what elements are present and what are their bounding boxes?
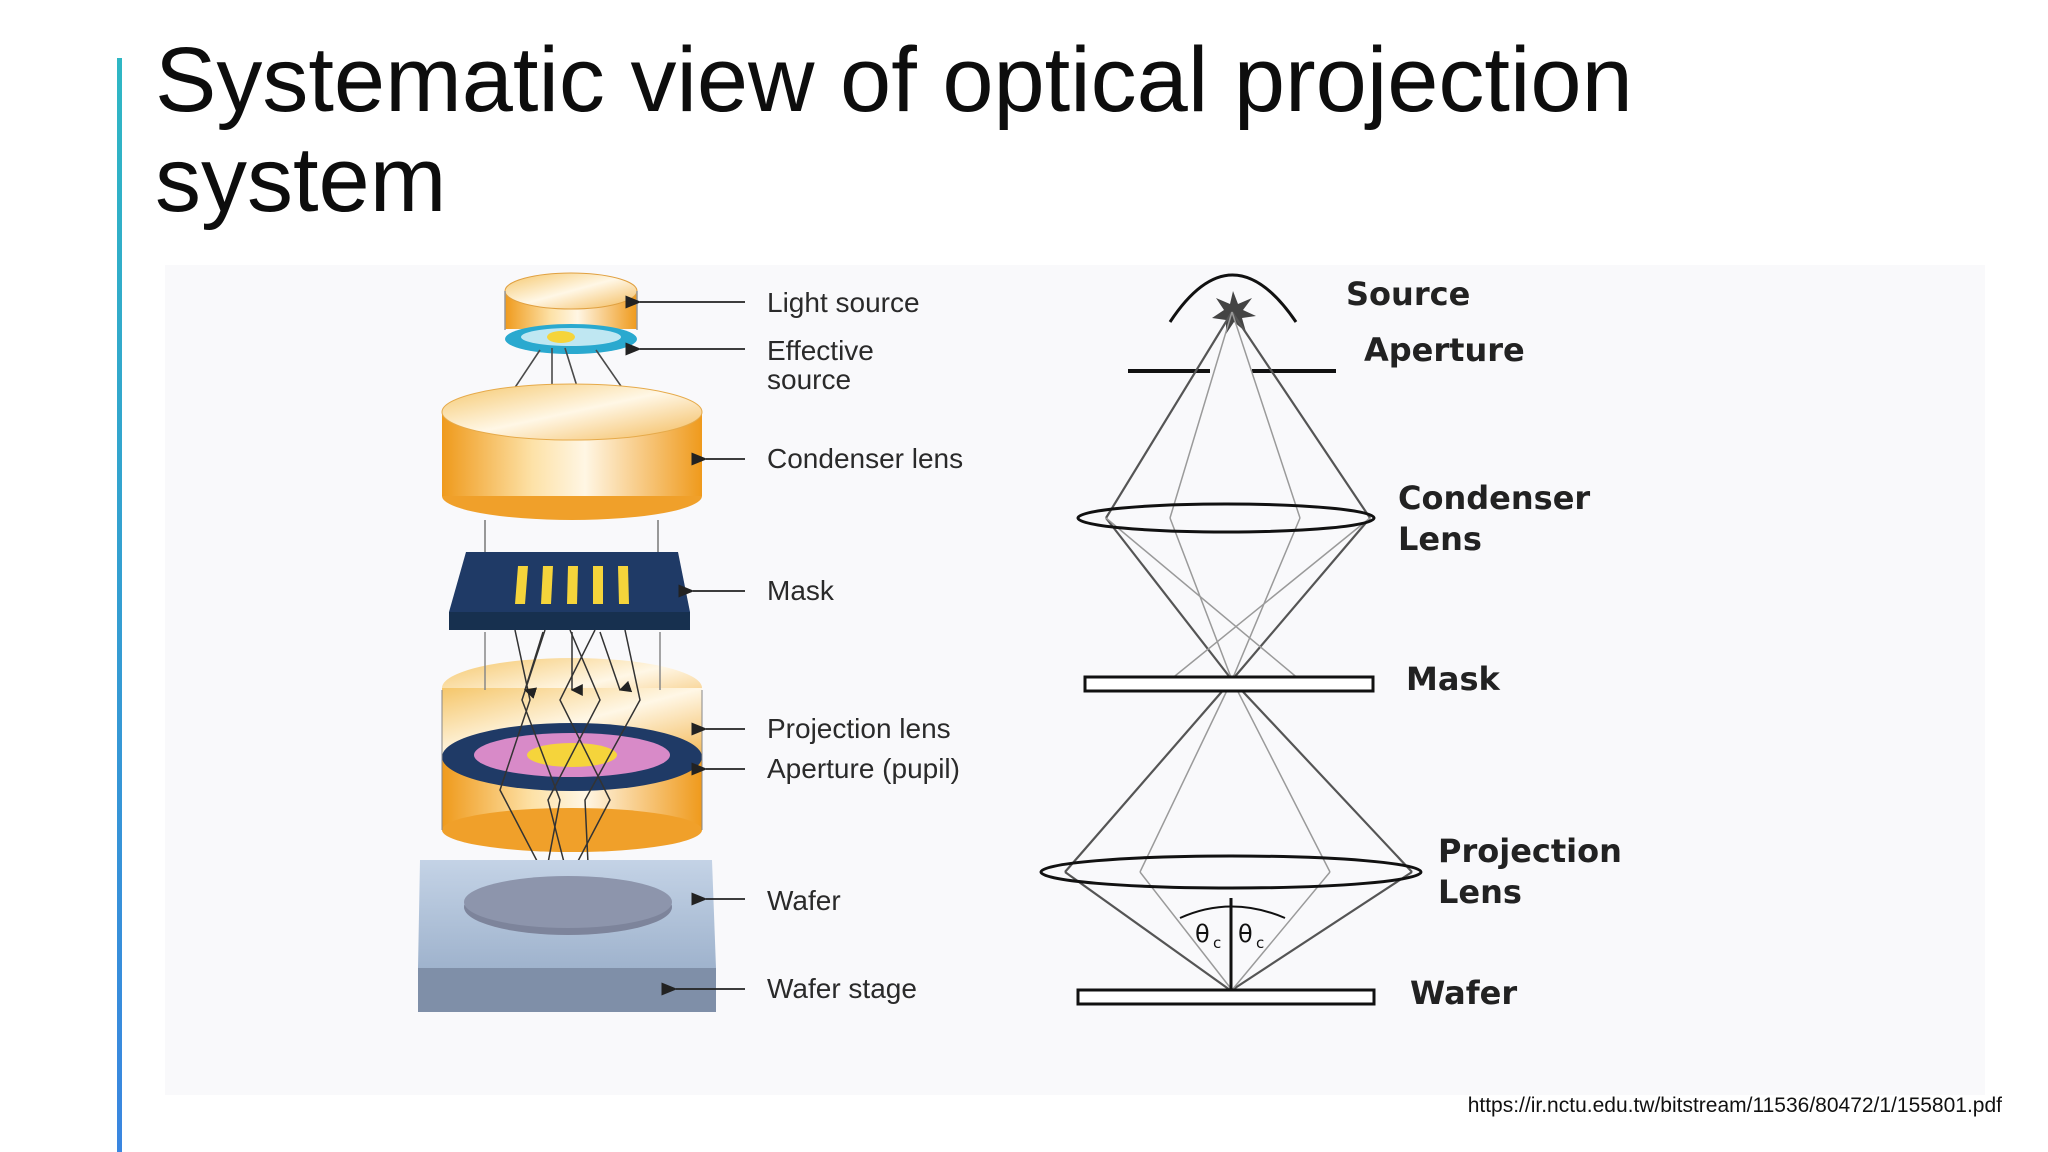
label-projection-2: Lens bbox=[1438, 873, 1522, 911]
label-wafer-right: Wafer bbox=[1410, 974, 1517, 1012]
projection-lens-ellipse bbox=[1039, 854, 1423, 890]
label-condenser-lens: Condenser lens bbox=[767, 443, 963, 474]
label-condenser-1: Condenser bbox=[1398, 479, 1590, 517]
angle-arc bbox=[1179, 905, 1286, 919]
wafer-stage-3d bbox=[418, 860, 716, 1012]
label-projection-1: Projection bbox=[1438, 832, 1622, 870]
label-wafer-stage: Wafer stage bbox=[767, 973, 917, 1004]
label-aperture: Aperture bbox=[1364, 331, 1525, 369]
left-diagram: Light source Effective source Condenser … bbox=[418, 272, 963, 1012]
theta-right-symbol: θ bbox=[1238, 920, 1253, 948]
effective-source-ring bbox=[505, 324, 637, 354]
theta-left-symbol: θ bbox=[1195, 920, 1210, 948]
wafer-bar bbox=[1076, 988, 1376, 1006]
label-aperture-pupil: Aperture (pupil) bbox=[767, 753, 960, 784]
light-source-disk bbox=[504, 272, 638, 330]
mask-pattern-lines bbox=[515, 566, 629, 604]
label-effective-source-2: source bbox=[767, 364, 851, 395]
optical-rays bbox=[1064, 311, 1413, 991]
right-diagram: θ c θ c Source Aperture Condenser Lens M… bbox=[1039, 273, 1622, 1012]
diffraction-rays bbox=[484, 629, 661, 906]
page-title: Systematic view of optical projection sy… bbox=[155, 29, 1633, 231]
source-citation-url: https://ir.nctu.edu.tw/bitstream/11536/8… bbox=[1467, 1094, 2002, 1117]
source-star bbox=[1212, 291, 1256, 334]
theta-right-sub: c bbox=[1256, 934, 1264, 952]
projection-lens-3d bbox=[441, 658, 703, 852]
condenser-lens-3d bbox=[441, 383, 703, 558]
callout-arrows bbox=[625, 295, 745, 996]
mask-plate bbox=[449, 552, 690, 630]
label-condenser-2: Lens bbox=[1398, 520, 1482, 558]
label-light-source: Light source bbox=[767, 287, 920, 318]
source-reflector bbox=[1168, 273, 1298, 323]
label-source: Source bbox=[1346, 275, 1470, 313]
condenser-lens-ellipse bbox=[1076, 502, 1376, 534]
label-mask-right: Mask bbox=[1406, 660, 1500, 698]
accent-bar bbox=[117, 58, 122, 1152]
label-mask: Mask bbox=[767, 575, 835, 606]
theta-left-sub: c bbox=[1213, 934, 1221, 952]
mask-bar bbox=[1083, 675, 1375, 693]
label-effective-source-1: Effective bbox=[767, 335, 874, 366]
label-projection-lens: Projection lens bbox=[767, 713, 951, 744]
label-wafer: Wafer bbox=[767, 885, 841, 916]
